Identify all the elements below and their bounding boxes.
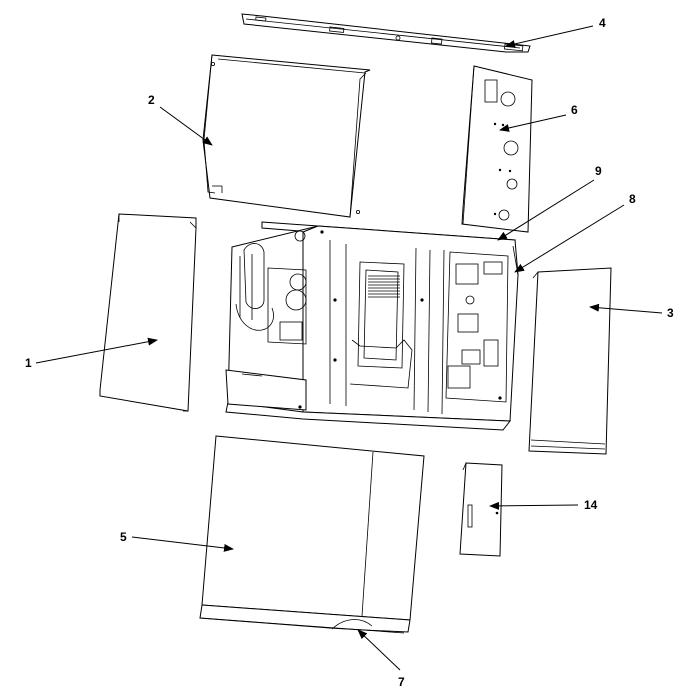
leader-line-3 [589,303,663,314]
leader-line-2 [159,106,213,146]
callout-labels: 4 2 6 9 8 1 3 5 14 7 [25,16,674,689]
control-panel-part [461,65,533,233]
leader-lines [35,25,663,671]
leader-line-6 [499,114,567,132]
main-chassis-assembly [225,221,519,431]
leader-line-4 [505,25,594,48]
callout-label-5: 5 [120,530,127,544]
callout-label-8: 8 [629,192,636,206]
callout-label-7: 7 [398,675,405,689]
callout-label-4: 4 [599,16,606,30]
top-cover-part [241,13,531,53]
leader-line-1 [35,337,158,364]
leader-line-9 [497,179,595,241]
left-panel-part [99,213,197,412]
rear-panel-part [202,54,371,218]
coil-fins [368,275,400,298]
callout-label-9: 9 [595,164,602,178]
leader-line-8 [514,204,625,273]
callout-label-1: 1 [25,356,32,370]
callout-label-14: 14 [584,498,598,512]
callout-label-3: 3 [667,306,674,320]
callout-label-2: 2 [148,93,155,107]
right-panel-part [528,267,612,455]
leader-line-14 [489,501,579,510]
callout-label-6: 6 [571,103,578,117]
front-panel-part [199,435,425,634]
leader-line-7 [357,629,401,671]
leader-line-5 [131,536,234,552]
access-panel-part [459,462,503,557]
